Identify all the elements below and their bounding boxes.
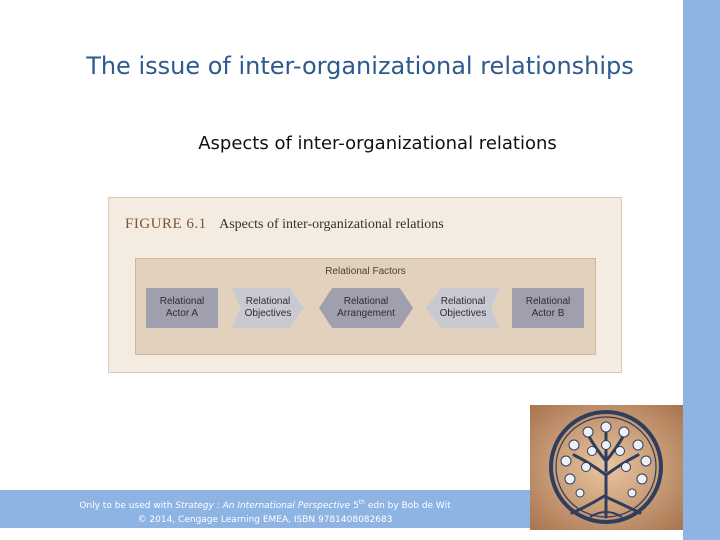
footer-band: [0, 490, 530, 528]
figure-caption: Aspects of inter-organizational relation…: [219, 217, 444, 232]
relational-objectives-left: Relational Objectives: [232, 288, 304, 328]
footer-edition-sup: th: [358, 499, 365, 506]
relational-actor-a: Relational Actor A: [146, 288, 218, 328]
slide-title: The issue of inter-organizational relati…: [86, 52, 634, 80]
footer-edition: 5: [350, 501, 359, 511]
figure-6-1: FIGURE 6.1 Aspects of inter-organization…: [108, 197, 622, 373]
relational-factors-band: Relational Factors Relational Actor A Re…: [135, 258, 596, 355]
relational-arrangement: Relational Arrangement: [319, 288, 413, 328]
footer-author: edn by Bob de Wit: [364, 501, 451, 511]
footer-line-1: Only to be used with Strategy : An Inter…: [0, 499, 530, 513]
slide-subtitle: Aspects of inter-organizational relation…: [198, 133, 557, 154]
figure-heading: FIGURE 6.1 Aspects of inter-organization…: [125, 215, 444, 233]
footer-book-title: Strategy : An International Perspective: [175, 501, 351, 511]
relational-factors-label: Relational Factors: [325, 266, 406, 277]
footer-citation: Only to be used with Strategy : An Inter…: [0, 499, 530, 527]
relational-actor-b: Relational Actor B: [512, 288, 584, 328]
relational-objectives-right: Relational Objectives: [426, 288, 500, 328]
figure-number: FIGURE 6.1: [125, 216, 207, 232]
footer-prefix: Only to be used with: [79, 501, 176, 511]
footer-line-2: © 2014, Cengage Learning EMEA, ISBN 9781…: [137, 515, 393, 525]
tree-of-life-icon: [530, 405, 683, 530]
right-accent-strip: [683, 0, 720, 540]
